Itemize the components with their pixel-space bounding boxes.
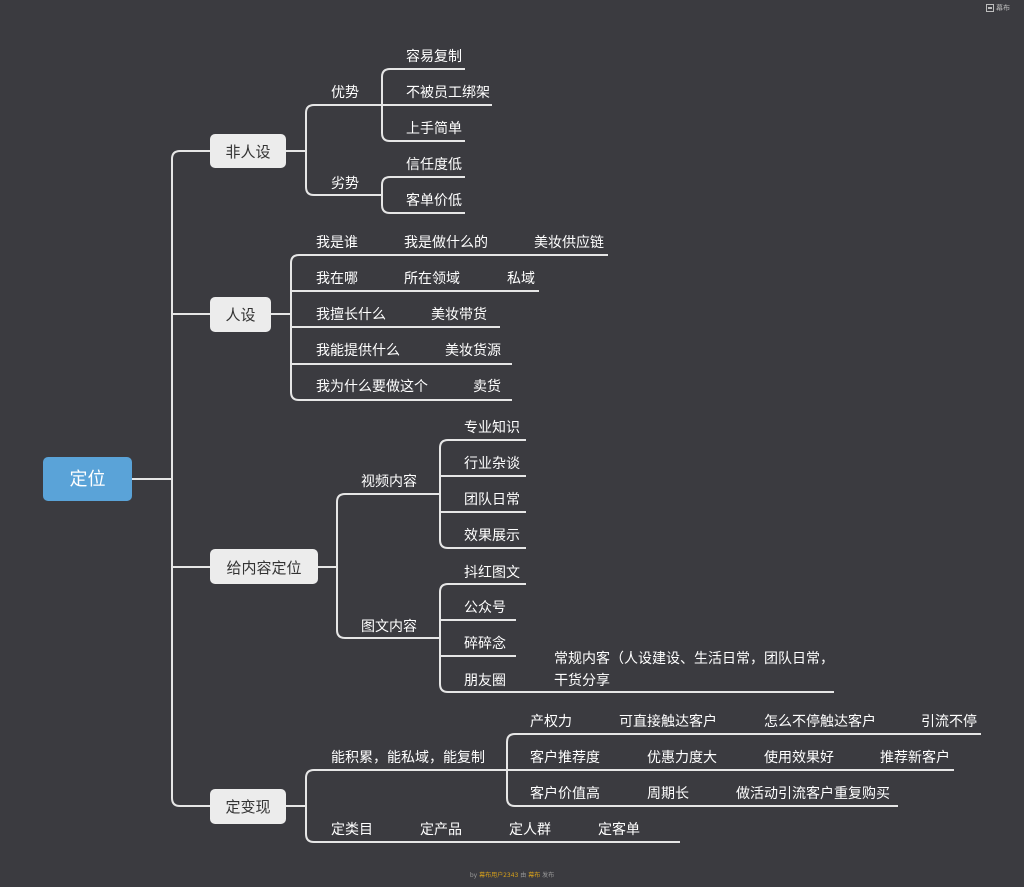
topic-youshi[interactable]: 优势 — [331, 85, 359, 101]
topic-leaf[interactable]: 行业杂谈 — [464, 456, 520, 472]
branch-label: 给内容定位 — [226, 559, 301, 577]
branch-node-bian-xian[interactable]: 定变现 — [210, 789, 286, 824]
topic-leaf[interactable]: 美妆带货 — [431, 306, 487, 323]
topic-leaf[interactable]: 团队日常 — [464, 492, 520, 508]
topic-leaf[interactable]: 所在领域 — [404, 271, 460, 287]
topic-leaf[interactable]: 不被员工绑架 — [406, 85, 490, 101]
topic-leaf[interactable]: 怎么不停触达客户 — [764, 713, 876, 730]
topic-leaf[interactable]: 客单价低 — [406, 192, 462, 209]
topic-leaf[interactable]: 可直接触达客户 — [619, 713, 717, 730]
topic-leaf[interactable]: 定类目 — [331, 822, 373, 838]
footer-user-link[interactable]: 幕布用户2343 — [479, 872, 519, 879]
topic-leaf[interactable]: 我为什么要做这个 — [316, 378, 428, 395]
topic-leaf[interactable]: 信任度低 — [406, 157, 462, 173]
branch-label: 人设 — [225, 306, 255, 324]
footer-suffix: 发布 — [542, 872, 555, 879]
topic-leaf[interactable]: 定人群 — [509, 822, 551, 838]
topic-leaf[interactable]: 美妆供应链 — [534, 234, 604, 251]
branch-label: 非人设 — [225, 143, 270, 161]
topic-leaf[interactable]: 我擅长什么 — [316, 306, 386, 323]
topic-note-line[interactable]: 常规内客（人设建设、生活日常，团队日常， — [554, 650, 834, 667]
topic-leaf[interactable]: 美妆货源 — [445, 342, 501, 359]
connectors — [132, 68, 981, 843]
topic-leaf[interactable]: 定客单 — [598, 821, 640, 838]
footer-credit: by 幕布用户2343 由 幕布 发布 — [0, 870, 1024, 879]
topic-shipin[interactable]: 视频内容 — [361, 473, 417, 490]
brand-badge[interactable]: 幕布 — [986, 3, 1010, 13]
mubu-logo-icon — [986, 4, 994, 12]
topic-leaf[interactable]: 使用效果好 — [764, 749, 834, 766]
topic-leaf[interactable]: 专业知识 — [464, 419, 520, 436]
topic-leaf[interactable]: 周期长 — [647, 786, 689, 802]
topic-leaf[interactable]: 朋友圈 — [464, 673, 506, 689]
footer-prefix: by — [469, 872, 478, 879]
root-label: 定位 — [70, 469, 106, 490]
topic-note-line[interactable]: 干货分享 — [554, 672, 610, 689]
topic-leaf[interactable]: 上手简单 — [406, 120, 462, 137]
topic-leaf[interactable]: 做活动引流客户重复购买 — [736, 785, 890, 802]
topic-leaf[interactable]: 碎碎念 — [464, 635, 506, 652]
branch-node-ren-she[interactable]: 人设 — [210, 297, 271, 332]
footer-app-link[interactable]: 幕布 — [528, 872, 541, 879]
root-node[interactable]: 定位 — [43, 457, 132, 501]
brand-label: 幕布 — [996, 4, 1010, 12]
topic-leaf[interactable]: 卖货 — [473, 378, 501, 395]
topic-leaf[interactable]: 定产品 — [420, 822, 462, 838]
topic-leaf[interactable]: 客户价值高 — [530, 785, 600, 802]
topic-leaf[interactable]: 抖红图文 — [464, 565, 520, 581]
topic-tuwen[interactable]: 图文内容 — [361, 618, 417, 635]
topic-leaf[interactable]: 我在哪 — [316, 271, 358, 287]
topic-leaf[interactable]: 推荐新客户 — [880, 749, 950, 766]
topic-leaf[interactable]: 优惠力度大 — [647, 750, 717, 766]
topic-leaf[interactable]: 私域 — [507, 271, 535, 287]
branch-node-nei-rong[interactable]: 给内容定位 — [210, 549, 318, 584]
topic-leaf[interactable]: 产权力 — [530, 714, 572, 730]
topic-leaf[interactable]: 效果展示 — [464, 528, 520, 544]
topic-leaf[interactable]: 我是做什么的 — [404, 235, 488, 251]
topic-leaf[interactable]: 引流不停 — [921, 713, 977, 730]
branch-node-fei-ren-she[interactable]: 非人设 — [210, 134, 286, 168]
topic-leaf[interactable]: 客户推荐度 — [530, 749, 600, 766]
footer-middle: 由 — [520, 872, 527, 879]
topic-leaf[interactable]: 公众号 — [464, 600, 506, 616]
topic-leaf[interactable]: 我是谁 — [316, 235, 358, 251]
branch-label: 定变现 — [225, 798, 270, 816]
topic-accumulate[interactable]: 能积累，能私域，能复制 — [331, 749, 485, 766]
topic-leaf[interactable]: 容易复制 — [406, 48, 462, 65]
topic-leaf[interactable]: 我能提供什么 — [316, 343, 400, 359]
topic-lieshi[interactable]: 劣势 — [331, 176, 359, 192]
